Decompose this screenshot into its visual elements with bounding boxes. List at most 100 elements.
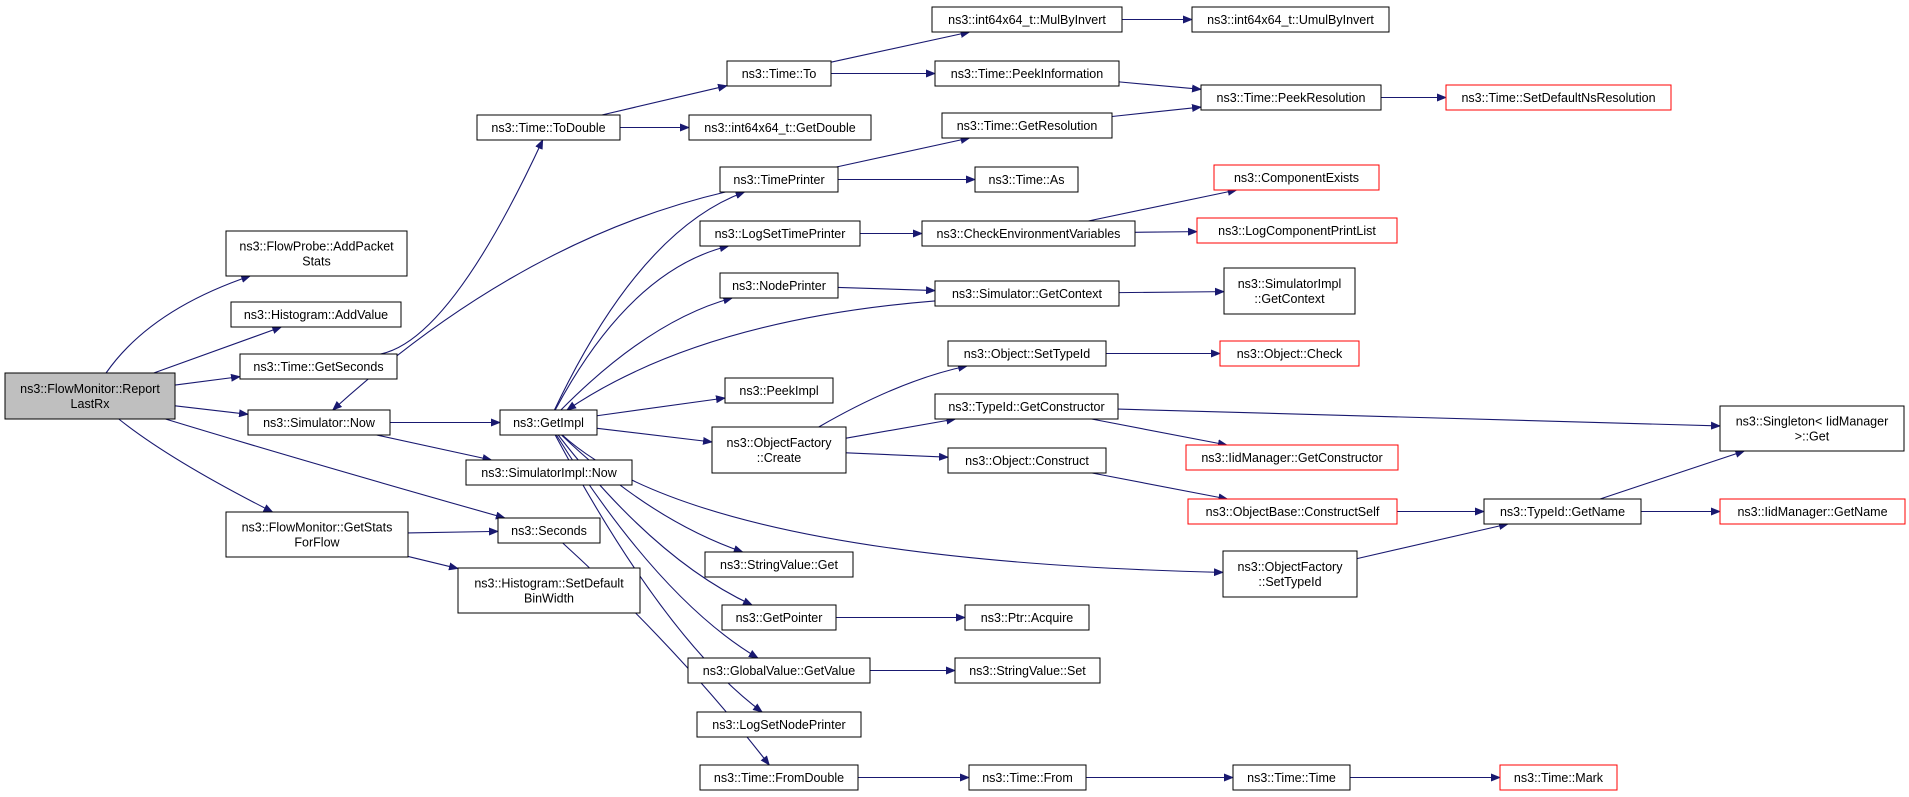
node-box-time-fromdouble[interactable] — [699, 764, 859, 791]
node-box-objectfactory-create[interactable] — [711, 426, 847, 474]
node-box-ptr-acquire[interactable] — [964, 604, 1090, 631]
node-seconds[interactable]: ns3::Seconds — [497, 517, 601, 544]
node-box-time-as[interactable] — [974, 166, 1079, 193]
node-box-int64x64-getdouble[interactable] — [688, 114, 872, 141]
node-box-time-getresolution[interactable] — [941, 112, 1113, 139]
node-box-histogram-addvalue[interactable] — [230, 301, 402, 328]
node-box-time-mark[interactable] — [1499, 764, 1618, 791]
node-time-getresolution[interactable]: ns3::Time::GetResolution — [941, 112, 1113, 139]
node-box-time-peekinformation[interactable] — [934, 60, 1120, 87]
node-box-peekimpl[interactable] — [724, 377, 834, 404]
node-box-getimpl[interactable] — [499, 409, 598, 436]
node-simulator-getcontext[interactable]: ns3::Simulator::GetContext — [934, 280, 1120, 307]
node-box-object-check[interactable] — [1219, 340, 1360, 367]
node-box-time-to[interactable] — [726, 60, 832, 87]
node-box-object-construct[interactable] — [947, 447, 1107, 474]
node-int64x64-getdouble[interactable]: ns3::int64x64_t::GetDouble — [688, 114, 872, 141]
node-box-simulator-now[interactable] — [247, 409, 391, 436]
node-stringvalue-get[interactable]: ns3::StringValue::Get — [704, 551, 854, 578]
node-int64x64-mulbyinvert[interactable]: ns3::int64x64_t::MulByInvert — [931, 6, 1123, 33]
node-object-settypeid[interactable]: ns3::Object::SetTypeId — [947, 340, 1107, 367]
node-time-todouble[interactable]: ns3::Time::ToDouble — [476, 114, 621, 141]
node-box-iidmanager-getname[interactable] — [1719, 498, 1906, 525]
node-timeprinter[interactable]: ns3::TimePrinter — [719, 166, 839, 193]
node-globalvalue-getvalue[interactable]: ns3::GlobalValue::GetValue — [687, 657, 871, 684]
node-box-time-getseconds[interactable] — [239, 353, 398, 380]
node-box-logsetnodeprinter[interactable] — [696, 711, 862, 738]
node-box-flowprobe-addpacketstats[interactable] — [225, 230, 408, 277]
node-box-typeid-getconstructor[interactable] — [934, 393, 1119, 420]
node-typeid-getconstructor[interactable]: ns3::TypeId::GetConstructor — [934, 393, 1119, 420]
node-box-int64x64-mulbyinvert[interactable] — [931, 6, 1123, 33]
node-box-stringvalue-set[interactable] — [954, 657, 1101, 684]
node-time-fromdouble[interactable]: ns3::Time::FromDouble — [699, 764, 859, 791]
node-box-time-time[interactable] — [1232, 764, 1351, 791]
node-time-time[interactable]: ns3::Time::Time — [1232, 764, 1351, 791]
node-logcomponentprintlist[interactable]: ns3::LogComponentPrintList — [1196, 217, 1398, 244]
node-peekimpl[interactable]: ns3::PeekImpl — [724, 377, 834, 404]
node-time-to[interactable]: ns3::Time::To — [726, 60, 832, 87]
node-objectfactory-create[interactable]: ns3::ObjectFactory::Create — [711, 426, 847, 474]
node-time-getseconds[interactable]: ns3::Time::GetSeconds — [239, 353, 398, 380]
node-object-check[interactable]: ns3::Object::Check — [1219, 340, 1360, 367]
node-iidmanager-getname[interactable]: ns3::IidManager::GetName — [1719, 498, 1906, 525]
node-box-time-from[interactable] — [968, 764, 1087, 791]
node-box-int64x64-umulbyinvert[interactable] — [1191, 6, 1390, 33]
node-componentexists[interactable]: ns3::ComponentExists — [1213, 164, 1380, 191]
node-stringvalue-set[interactable]: ns3::StringValue::Set — [954, 657, 1101, 684]
node-iidmanager-getconstructor[interactable]: ns3::IidManager::GetConstructor — [1185, 444, 1399, 471]
node-box-time-todouble[interactable] — [476, 114, 621, 141]
node-logsetnodeprinter[interactable]: ns3::LogSetNodePrinter — [696, 711, 862, 738]
node-logsettimeprinter[interactable]: ns3::LogSetTimePrinter — [699, 220, 861, 247]
node-singleton-iidmanager-get[interactable]: ns3::Singleton< IidManager>::Get — [1719, 405, 1905, 452]
node-box-logcomponentprintlist[interactable] — [1196, 217, 1398, 244]
node-box-time-setdefaultnsresolution[interactable] — [1445, 84, 1672, 111]
node-box-globalvalue-getvalue[interactable] — [687, 657, 871, 684]
node-box-simulatorimpl-now[interactable] — [465, 459, 633, 486]
node-box-histogram-setdefaultbinwidth[interactable] — [457, 567, 641, 614]
node-typeid-getname[interactable]: ns3::TypeId::GetName — [1483, 498, 1642, 525]
node-object-construct[interactable]: ns3::Object::Construct — [947, 447, 1107, 474]
node-box-simulatorimpl-getcontext[interactable] — [1223, 267, 1356, 315]
node-simulatorimpl-getcontext[interactable]: ns3::SimulatorImpl::GetContext — [1223, 267, 1356, 315]
node-box-object-settypeid[interactable] — [947, 340, 1107, 367]
node-time-from[interactable]: ns3::Time::From — [968, 764, 1087, 791]
node-time-peekinformation[interactable]: ns3::Time::PeekInformation — [934, 60, 1120, 87]
node-box-checkenvironmentvariables[interactable] — [921, 220, 1136, 247]
node-box-stringvalue-get[interactable] — [704, 551, 854, 578]
node-time-setdefaultnsresolution[interactable]: ns3::Time::SetDefaultNsResolution — [1445, 84, 1672, 111]
node-box-getpointer[interactable] — [721, 604, 837, 631]
node-time-peekresolution[interactable]: ns3::Time::PeekResolution — [1200, 84, 1382, 111]
node-box-iidmanager-getconstructor[interactable] — [1185, 444, 1399, 471]
node-box-flowmonitor-reportlastrx[interactable] — [4, 372, 176, 420]
node-box-time-peekresolution[interactable] — [1200, 84, 1382, 111]
node-box-objectbase-constructself[interactable] — [1187, 498, 1398, 525]
node-box-timeprinter[interactable] — [719, 166, 839, 193]
node-simulatorimpl-now[interactable]: ns3::SimulatorImpl::Now — [465, 459, 633, 486]
node-box-componentexists[interactable] — [1213, 164, 1380, 191]
node-ptr-acquire[interactable]: ns3::Ptr::Acquire — [964, 604, 1090, 631]
node-int64x64-umulbyinvert[interactable]: ns3::int64x64_t::UmulByInvert — [1191, 6, 1390, 33]
node-box-seconds[interactable] — [497, 517, 601, 544]
node-nodeprinter[interactable]: ns3::NodePrinter — [719, 272, 839, 299]
node-objectfactory-settypeid[interactable]: ns3::ObjectFactory::SetTypeId — [1222, 550, 1358, 598]
node-time-mark[interactable]: ns3::Time::Mark — [1499, 764, 1618, 791]
node-box-simulator-getcontext[interactable] — [934, 280, 1120, 307]
node-getpointer[interactable]: ns3::GetPointer — [721, 604, 837, 631]
node-box-flowmonitor-getstatsforflow[interactable] — [225, 511, 409, 558]
node-box-nodeprinter[interactable] — [719, 272, 839, 299]
node-simulator-now[interactable]: ns3::Simulator::Now — [247, 409, 391, 436]
node-box-singleton-iidmanager-get[interactable] — [1719, 405, 1905, 452]
node-objectbase-constructself[interactable]: ns3::ObjectBase::ConstructSelf — [1187, 498, 1398, 525]
node-checkenvironmentvariables[interactable]: ns3::CheckEnvironmentVariables — [921, 220, 1136, 247]
node-getimpl[interactable]: ns3::GetImpl — [499, 409, 598, 436]
node-box-objectfactory-settypeid[interactable] — [1222, 550, 1358, 598]
node-box-typeid-getname[interactable] — [1483, 498, 1642, 525]
node-time-as[interactable]: ns3::Time::As — [974, 166, 1079, 193]
node-histogram-addvalue[interactable]: ns3::Histogram::AddValue — [230, 301, 402, 328]
node-box-logsettimeprinter[interactable] — [699, 220, 861, 247]
